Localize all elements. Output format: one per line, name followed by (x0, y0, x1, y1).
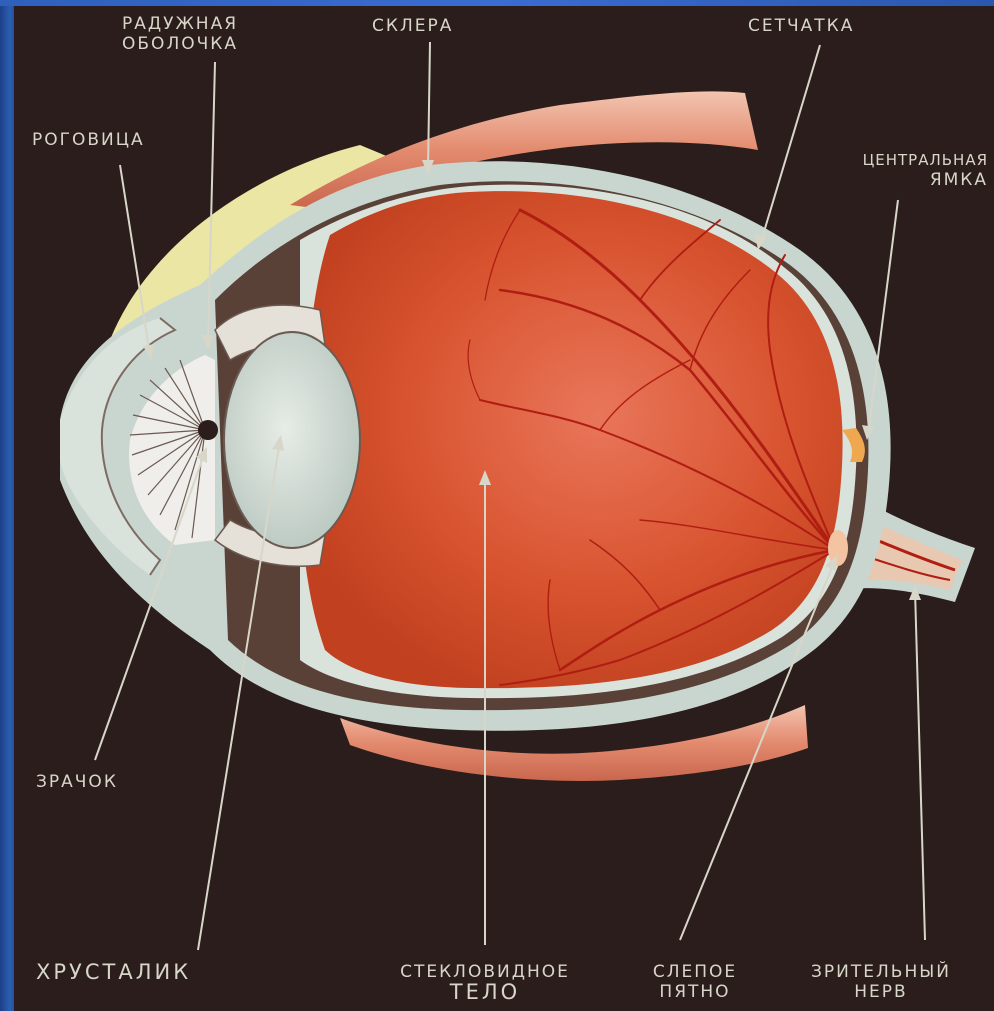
label-vitreous-body-line2: ТЕЛО (360, 982, 610, 1002)
label-central-fovea-line2: ЯМКА (812, 170, 988, 190)
label-central-fovea-line1: ЦЕНТРАЛЬНАЯ (812, 150, 988, 170)
vitreous-body (300, 191, 842, 688)
label-sclera: СКЛЕРА (372, 16, 453, 36)
label-iris: РАДУЖНАЯ ОБОЛОЧКА (80, 14, 280, 54)
label-cornea: РОГОВИЦА (32, 130, 145, 150)
label-blind-spot-line1: СЛЕПОЕ (630, 962, 760, 982)
label-lens: ХРУСТАЛИК (36, 962, 191, 982)
label-blind-spot: СЛЕПОЕ ПЯТНО (630, 962, 760, 1002)
label-iris-line2: ОБОЛОЧКА (80, 34, 280, 54)
label-retina: СЕТЧАТКА (748, 16, 854, 36)
label-optic-nerve-line2: НЕРВ (776, 982, 986, 1002)
label-pupil: ЗРАЧОК (36, 772, 118, 792)
label-optic-nerve: ЗРИТЕЛЬНЫЙ НЕРВ (776, 962, 986, 1002)
label-central-fovea: ЦЕНТРАЛЬНАЯ ЯМКА (812, 150, 988, 190)
label-optic-nerve-line1: ЗРИТЕЛЬНЫЙ (776, 962, 986, 982)
label-vitreous-body: СТЕКЛОВИДНОЕ ТЕЛО (360, 962, 610, 1002)
label-blind-spot-line2: ПЯТНО (630, 982, 760, 1002)
pupil (198, 420, 218, 440)
lens (224, 332, 360, 548)
label-iris-line1: РАДУЖНАЯ (80, 14, 280, 34)
label-vitreous-body-line1: СТЕКЛОВИДНОЕ (360, 962, 610, 982)
